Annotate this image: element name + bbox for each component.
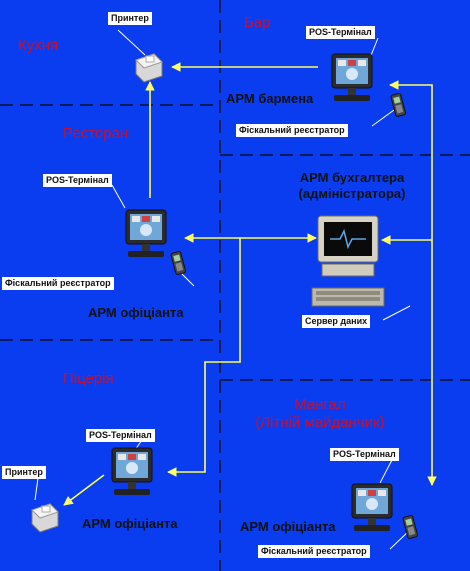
arm-bartender: АРМ бармена xyxy=(226,91,314,106)
leader-pos-grill xyxy=(379,459,393,484)
leader-fiscal-bar xyxy=(371,109,395,127)
label-pos-bar: POS-Термінал xyxy=(306,26,375,39)
zone-pizzeria: Піцерія xyxy=(63,370,114,387)
label-printer-pizzeria: Принтер xyxy=(2,466,46,479)
link-pizzeria-printer xyxy=(63,474,105,506)
pizzeria-pos-terminal-icon xyxy=(111,447,153,496)
bar-pos-terminal-icon xyxy=(331,53,373,102)
zone-kitchen: Кухня xyxy=(18,37,59,54)
label-printer-kitchen: Принтер xyxy=(108,12,152,25)
leader-printer-pizzeria xyxy=(34,477,39,501)
leader-server xyxy=(382,305,411,321)
label-server: Сервер даних xyxy=(302,315,371,328)
arm-accountant-line2: (адміністратора) xyxy=(298,186,406,201)
grill-pos-terminal-icon xyxy=(351,483,393,532)
arm-accountant: АРМ бухгалтера (адміністратора) xyxy=(282,170,422,202)
connections xyxy=(63,62,437,506)
zone-grill-line2: (Літній майданчик) xyxy=(255,414,385,431)
link-server-pizzeria xyxy=(167,238,241,477)
zone-bar: Бар xyxy=(244,14,271,31)
zone-grill: Мангал (Літній майданчик) xyxy=(240,396,400,432)
restaurant-pos-terminal-icon xyxy=(125,209,167,258)
zone-restaurant: Ресторан xyxy=(63,125,129,142)
arm-waiter-restaurant: АРМ офіціанта xyxy=(88,305,184,320)
server-computer-icon xyxy=(311,215,385,307)
arm-accountant-line1: АРМ бухгалтера xyxy=(299,170,405,185)
arm-waiter-grill: АРМ офіціанта xyxy=(240,519,336,534)
zone-grill-line1: Мангал xyxy=(294,396,346,413)
leader-pos-restaurant xyxy=(111,184,126,209)
leader-printer-kitchen xyxy=(117,29,146,56)
label-pos-restaurant: POS-Термінал xyxy=(43,174,112,187)
label-fiscal-bar: Фіскальний реєстратор xyxy=(236,124,348,137)
label-pos-grill: POS-Термінал xyxy=(330,448,399,461)
label-fiscal-grill: Фіскальний реєстратор xyxy=(258,545,370,558)
kitchen-printer-icon xyxy=(135,53,163,83)
arm-waiter-pizzeria: АРМ офіціанта xyxy=(82,516,178,531)
restaurant-fiscal-register-icon xyxy=(170,250,187,276)
label-fiscal-restaurant: Фіскальний реєстратор xyxy=(2,277,114,290)
label-pos-pizzeria: POS-Термінал xyxy=(86,429,155,442)
pizzeria-printer-icon xyxy=(31,503,59,533)
bar-fiscal-register-icon xyxy=(390,92,407,118)
link-bar-grill-trunk xyxy=(389,80,437,486)
